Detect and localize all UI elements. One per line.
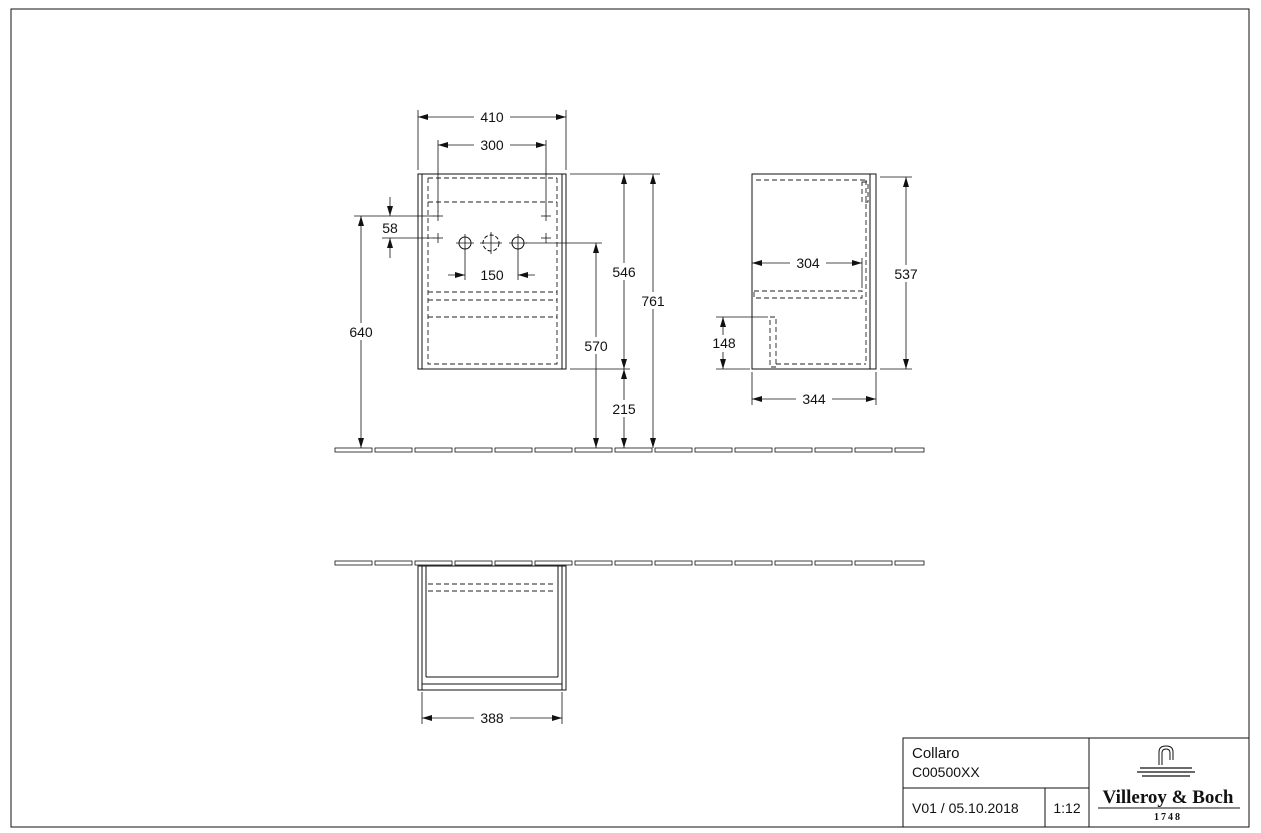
- dimension-tap-spacing: 150: [480, 267, 504, 283]
- floor-segment: [614, 560, 653, 566]
- floor-segment: [854, 447, 893, 453]
- mount-cross-mid-left: [433, 233, 443, 243]
- side-hidden-shelf: [753, 290, 863, 299]
- brand-logo: Villeroy & Boch 1748: [1098, 745, 1240, 823]
- floor-line: [334, 447, 925, 453]
- dimension-floor-clearance: 215: [612, 401, 636, 417]
- dimension-side-height: 537: [894, 266, 918, 282]
- floor-segment: [814, 560, 853, 566]
- version-date: V01 / 05.10.2018: [912, 800, 1019, 816]
- side-cabinet-outline: [751, 173, 877, 370]
- floor-segment: [614, 447, 653, 453]
- floor-segment: [414, 560, 453, 566]
- dimension-inner-height: 546: [612, 264, 636, 280]
- dimension-overall-depth: 344: [802, 391, 826, 407]
- floor-segment: [894, 447, 925, 453]
- wall-line: [334, 560, 925, 566]
- floor-segment: [574, 447, 613, 453]
- floor-segment: [494, 447, 533, 453]
- faucet-icon: [1137, 745, 1195, 777]
- floor-segment: [334, 447, 373, 453]
- mount-cross-mid-right: [541, 233, 551, 243]
- mount-cross-top-left: [433, 211, 443, 221]
- dimension-overall-width: 410: [480, 109, 504, 125]
- floor-segment: [534, 560, 573, 566]
- top-cabinet-outline: [417, 565, 567, 691]
- product-name: Collaro: [912, 745, 960, 762]
- side-view: 304 537 148 344: [708, 173, 922, 407]
- mount-cross-top-right: [541, 211, 551, 221]
- dimension-waste-height: 570: [584, 338, 608, 354]
- floor-segment: [334, 560, 373, 566]
- dimension-inner-depth: 304: [796, 255, 820, 271]
- side-hidden-step: [769, 316, 777, 368]
- tap-hole-center: [480, 232, 502, 254]
- top-view: 388: [417, 565, 567, 726]
- floor-segment: [654, 560, 693, 566]
- floor-segment: [734, 447, 773, 453]
- floor-segment: [774, 447, 813, 453]
- front-cabinet-outline: [417, 173, 567, 370]
- floor-segment: [894, 560, 925, 566]
- floor-segment: [694, 447, 733, 453]
- side-hidden-rail: [861, 181, 869, 203]
- floor-segment: [454, 560, 493, 566]
- drawing-scale: 1:12: [1053, 800, 1080, 816]
- brand-year: 1748: [1154, 812, 1182, 823]
- floor-segment: [694, 560, 733, 566]
- dimension-total-height: 761: [641, 293, 665, 309]
- floor-segment: [534, 447, 573, 453]
- floor-segment: [454, 447, 493, 453]
- dimension-top-inner-width: 388: [480, 710, 504, 726]
- floor-segment: [574, 560, 613, 566]
- tap-hole-left: [456, 234, 474, 252]
- floor-segment: [854, 560, 893, 566]
- front-view: 410 300 58 150 546 761 640: [345, 109, 669, 448]
- dimension-hole-spacing: 300: [480, 137, 504, 153]
- floor-segment: [374, 447, 413, 453]
- front-hidden-inner: [427, 178, 558, 365]
- floor-segment: [774, 560, 813, 566]
- brand-name: Villeroy & Boch: [1103, 787, 1234, 808]
- floor-segment: [814, 447, 853, 453]
- dimension-step-height: 148: [712, 335, 736, 351]
- floor-segment: [494, 560, 533, 566]
- floor-segment: [734, 560, 773, 566]
- title-block: Collaro C00500XX V01 / 05.10.2018 1:12 V…: [902, 737, 1250, 828]
- floor-segment: [414, 447, 453, 453]
- article-number: C00500XX: [912, 764, 980, 780]
- dimension-hole-offset: 58: [382, 220, 398, 236]
- floor-segment: [654, 447, 693, 453]
- dimension-mount-height: 640: [349, 324, 373, 340]
- floor-segment: [374, 560, 413, 566]
- tap-hole-right: [509, 234, 527, 252]
- drawing-frame: [10, 8, 1250, 828]
